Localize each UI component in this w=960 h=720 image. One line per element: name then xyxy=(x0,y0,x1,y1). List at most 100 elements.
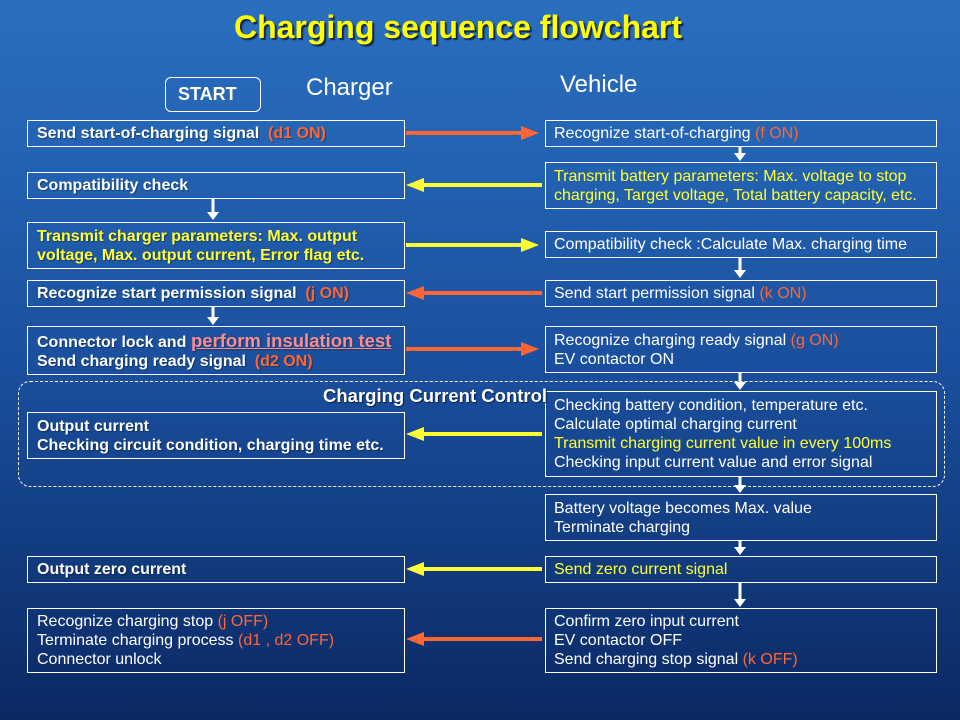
step-line: Send zero current signal xyxy=(554,560,936,579)
step-line: Transmit charging current value in every… xyxy=(554,434,936,453)
signal-label: (g ON) xyxy=(790,331,839,349)
arrow-battery-parameters-to-charger xyxy=(406,178,542,192)
step-line: Transmit charger parameters: Max. output xyxy=(37,227,404,246)
step-line: Send charging ready signal (d2 ON) xyxy=(37,352,404,371)
charger-step-compatibility-check: Compatibility check xyxy=(27,172,405,199)
step-text: Battery voltage becomes Max. value xyxy=(554,499,812,517)
step-line: Recognize charging ready signal(g ON) xyxy=(554,331,936,350)
step-line: charging, Target voltage, Total battery … xyxy=(554,186,936,205)
charger-step-output-zero-current: Output zero current xyxy=(27,556,405,583)
step-text: Checking input current value and error s… xyxy=(554,454,873,471)
signal-label: (k ON) xyxy=(759,285,807,302)
signal-label: (k OFF) xyxy=(742,651,798,668)
step-line: Compatibility check xyxy=(37,176,404,195)
step-text: Compatibility check xyxy=(37,177,189,194)
step-line: Checking input current value and error s… xyxy=(554,453,936,472)
step-line: Connector unlock xyxy=(37,650,404,669)
vehicle-step-max-voltage: Battery voltage becomes Max. value Termi… xyxy=(545,494,937,541)
step-line: EV contactor ON xyxy=(554,350,936,369)
step-text: Recognize start permission signal xyxy=(37,285,297,302)
charger-step-start-signal: Send start-of-charging signal (d1 ON) xyxy=(27,120,405,147)
step-line: Recognize start-of-charging(f ON) xyxy=(554,124,936,143)
step-line: Send start permission signal(k ON) xyxy=(554,284,936,303)
step-text: Terminate charging process xyxy=(37,632,234,649)
step-arrow-vehicle-1 xyxy=(734,147,746,161)
charger-step-recognize-permission: Recognize start permission signal (j ON) xyxy=(27,280,405,307)
signal-label: (d1 , d2 OFF) xyxy=(238,632,335,649)
step-text: Transmit battery parameters: Max. voltag… xyxy=(554,167,907,185)
charger-step-transmit-parameters: Transmit charger parameters: Max. output… xyxy=(27,222,405,269)
page-title: Charging sequence flowchart xyxy=(233,9,683,45)
step-line: Compatibility check :Calculate Max. char… xyxy=(554,235,936,254)
step-text: Connector lock and xyxy=(37,333,187,351)
step-line: EV contactor OFF xyxy=(554,631,936,650)
step-line: Confirm zero input current xyxy=(554,612,936,631)
signal-label: (d1 ON) xyxy=(268,125,326,142)
step-line: Output zero current xyxy=(37,560,404,579)
step-text: Connector unlock xyxy=(37,651,162,668)
charger-step-output-current: Output current Checking circuit conditio… xyxy=(27,412,405,459)
step-line: Calculate optimal charging current xyxy=(554,415,936,434)
signal-label: (f ON) xyxy=(755,125,799,142)
step-line: Send start-of-charging signal (d1 ON) xyxy=(37,124,404,143)
vehicle-step-recognize-start: Recognize start-of-charging(f ON) xyxy=(545,120,937,147)
arrow-ready-signal-to-vehicle xyxy=(406,342,539,356)
signal-label: (j ON) xyxy=(305,285,349,302)
vehicle-step-compatibility-check: Compatibility check :Calculate Max. char… xyxy=(545,231,937,258)
step-text: Send charging ready signal xyxy=(37,352,246,370)
step-line: voltage, Max. output current, Error flag… xyxy=(37,246,404,265)
step-line: Checking battery condition, temperature … xyxy=(554,396,936,415)
step-text: Terminate charging xyxy=(554,518,691,536)
insulation-test-highlight: perform insulation test xyxy=(190,329,392,351)
step-line: Send charging stop signal(k OFF) xyxy=(554,650,936,669)
vehicle-step-recognize-ready: Recognize charging ready signal(g ON) EV… xyxy=(545,326,937,373)
step-text: EV contactor ON xyxy=(554,350,675,368)
step-text: voltage, Max. output current, Error flag… xyxy=(37,246,365,264)
step-text: Checking circuit condition, charging tim… xyxy=(37,436,384,454)
arrow-zero-current-to-charger xyxy=(406,562,542,576)
step-line: Transmit battery parameters: Max. voltag… xyxy=(554,167,936,186)
arrow-permission-to-charger xyxy=(406,286,542,300)
step-arrow-vehicle-6 xyxy=(734,583,746,607)
step-text: Calculate optimal charging current xyxy=(554,416,797,433)
column-heading-vehicle: Vehicle xyxy=(560,71,638,98)
step-text: Compatibility check :Calculate Max. char… xyxy=(554,236,908,253)
step-text: Send zero current signal xyxy=(554,561,728,578)
step-arrow-charger-2 xyxy=(207,307,219,325)
step-text: EV contactor OFF xyxy=(554,632,683,649)
step-line: Terminate charging process(d1 , d2 OFF) xyxy=(37,631,404,650)
step-line: Terminate charging xyxy=(554,518,936,537)
step-text: Checking battery condition, temperature … xyxy=(554,397,868,414)
step-arrow-vehicle-5 xyxy=(734,541,746,555)
signal-label: (d2 ON) xyxy=(254,352,313,370)
step-line: Checking circuit condition, charging tim… xyxy=(37,436,404,455)
step-text: Recognize charging stop xyxy=(37,613,214,630)
vehicle-step-transmit-battery-parameters: Transmit battery parameters: Max. voltag… xyxy=(545,162,937,209)
step-line: Output current xyxy=(37,417,404,436)
step-text: Confirm zero input current xyxy=(554,613,739,630)
step-text: Send start permission signal xyxy=(554,285,755,302)
step-text: Recognize start-of-charging xyxy=(554,125,751,142)
step-text: Output current xyxy=(37,417,149,435)
vehicle-step-current-control: Checking battery condition, temperature … xyxy=(545,391,937,477)
step-arrow-vehicle-2 xyxy=(734,258,746,278)
step-text: Transmit charger parameters: Max. output xyxy=(37,227,358,245)
step-arrow-charger-1 xyxy=(207,199,219,220)
step-text: Send start-of-charging signal xyxy=(37,125,260,142)
charger-step-stop: Recognize charging stop(j OFF) Terminate… xyxy=(27,608,405,673)
arrow-start-signal-to-vehicle xyxy=(406,126,539,140)
start-terminal: START xyxy=(165,77,261,112)
step-text: Recognize charging ready signal xyxy=(554,331,787,349)
column-heading-charger: Charger xyxy=(306,74,393,101)
step-text: charging, Target voltage, Total battery … xyxy=(554,186,917,204)
charging-current-control-label: Charging Current Control xyxy=(323,385,548,406)
charging-current-control-loop xyxy=(18,381,945,487)
step-text: Send charging stop signal xyxy=(554,651,739,668)
vehicle-step-zero-current-signal: Send zero current signal xyxy=(545,556,937,583)
arrow-stop-signal-to-charger xyxy=(406,632,542,646)
step-text: Output zero current xyxy=(37,561,187,578)
step-text: Transmit charging current value in every… xyxy=(554,435,892,452)
